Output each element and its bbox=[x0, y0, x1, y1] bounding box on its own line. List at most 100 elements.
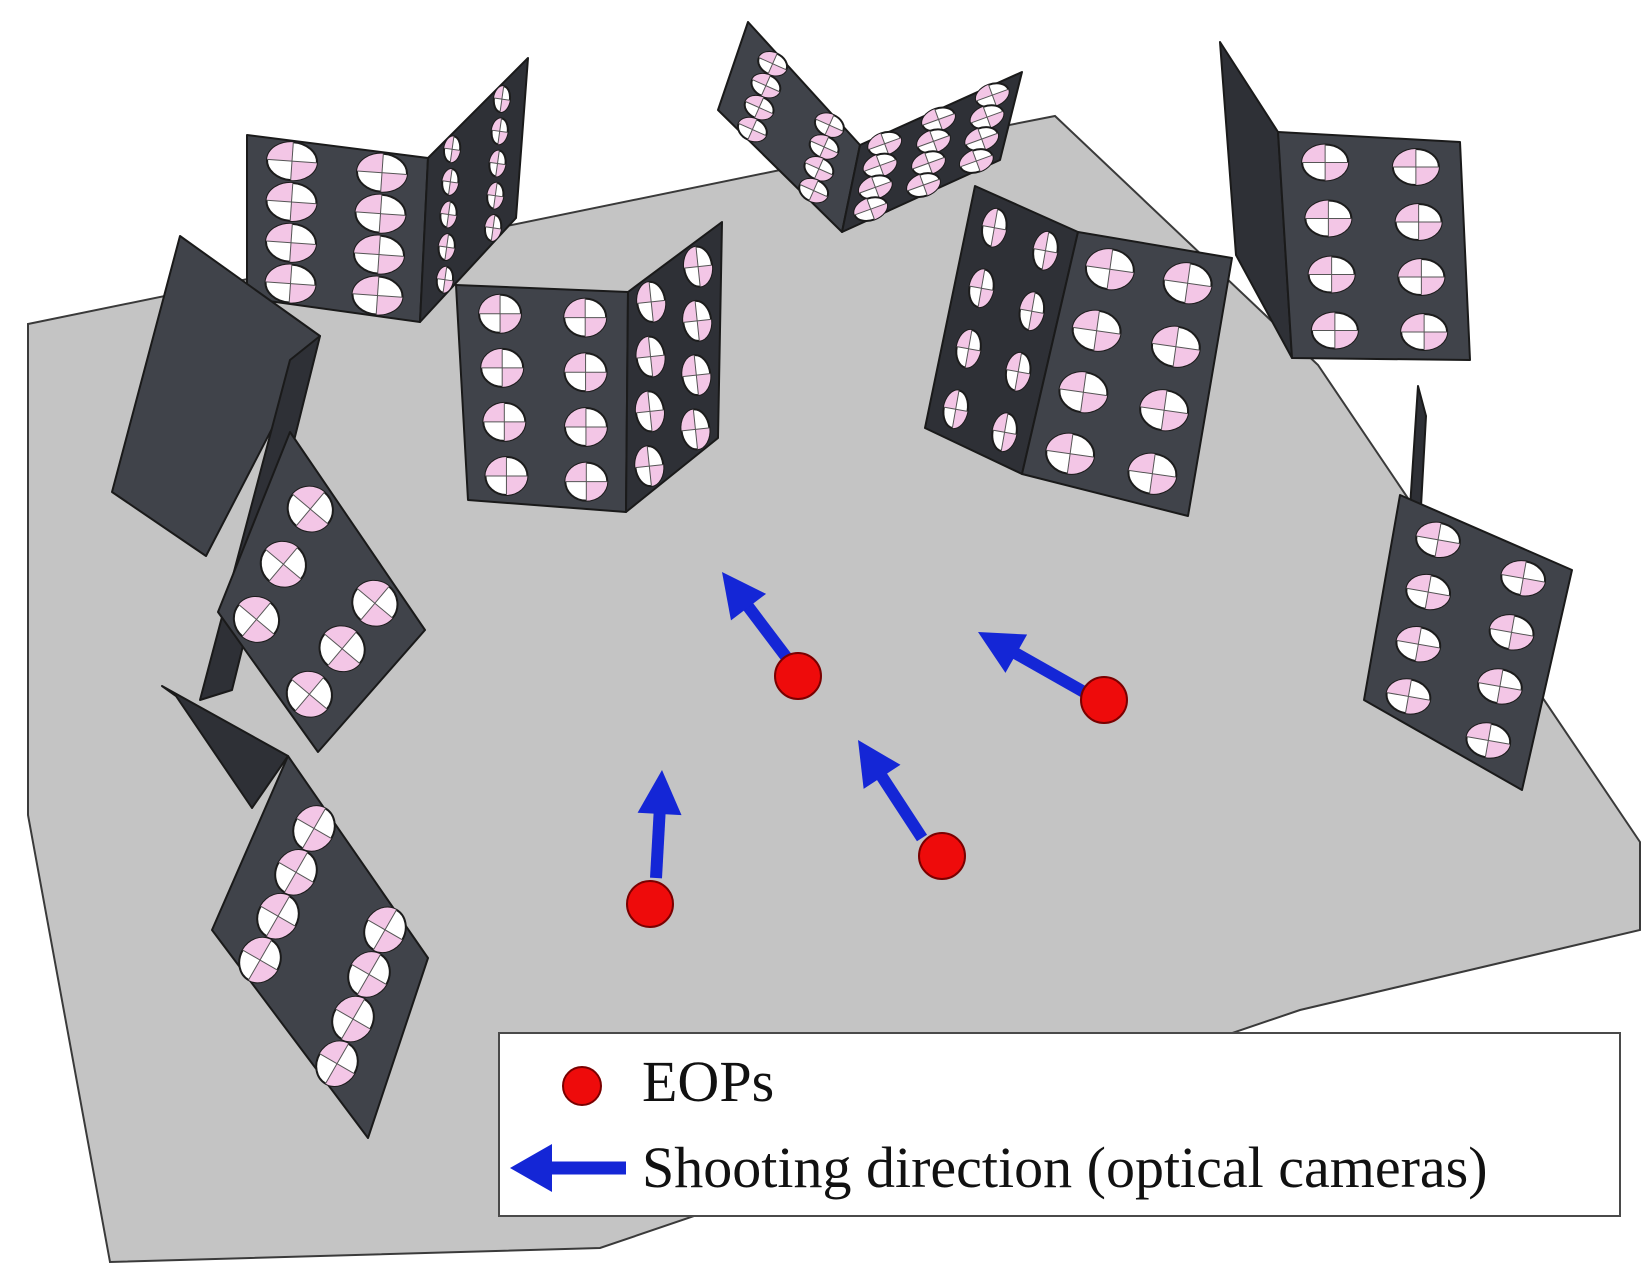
board-bottom-left-edge bbox=[161, 685, 289, 809]
board-bottom-left-front-target bbox=[256, 892, 300, 940]
arrow-icon bbox=[500, 1128, 642, 1208]
board-right-center-right-target bbox=[1127, 452, 1178, 495]
legend-item-shooting-direction: Shooting direction (optical cameras) bbox=[500, 1128, 1488, 1208]
board-left-back bbox=[111, 235, 321, 557]
board-right-center-right-target bbox=[1162, 262, 1213, 305]
board-back-left-wing-target bbox=[437, 233, 456, 262]
board-top-right-front bbox=[1277, 131, 1471, 361]
eop-marker-1 bbox=[774, 652, 822, 700]
board-left-front-target bbox=[259, 540, 307, 588]
board-bottom-left-front-target bbox=[274, 849, 318, 896]
board-top-right-front-target bbox=[1394, 203, 1443, 241]
board-far-right-front-target bbox=[1500, 560, 1547, 597]
board-back-left-front-target bbox=[266, 141, 318, 182]
direction-arrow-2-shaft bbox=[1009, 646, 1087, 698]
board-right-center-right-target bbox=[1150, 325, 1201, 368]
board-back-left-wing-target bbox=[442, 135, 462, 164]
board-top-right-front-target bbox=[1310, 311, 1359, 350]
direction-arrow-3-head bbox=[858, 740, 901, 789]
board-right-center-left-target bbox=[1032, 230, 1059, 271]
board-left-front-target bbox=[286, 485, 334, 533]
board-top-center-right-target bbox=[862, 152, 898, 179]
board-right-center-left-target bbox=[981, 207, 1008, 248]
board-back-left-front-target bbox=[265, 222, 317, 263]
board-center-wing-target bbox=[634, 445, 665, 488]
board-center-wing-target bbox=[636, 280, 667, 323]
board-back-left-wing-target bbox=[488, 149, 507, 178]
board-left-front-target bbox=[232, 595, 281, 643]
eop-marker-2 bbox=[1080, 676, 1128, 724]
board-bottom-left-front-target bbox=[331, 995, 375, 1043]
board-top-center-right-target bbox=[911, 150, 946, 177]
direction-arrow-4-head bbox=[637, 770, 682, 816]
board-top-center-right-target bbox=[958, 148, 994, 174]
board-top-right-front-target bbox=[1391, 148, 1440, 186]
board-bottom-left-front-target bbox=[363, 906, 407, 954]
board-far-right-front-target bbox=[1465, 722, 1512, 759]
board-back-left-wing-target bbox=[486, 181, 505, 210]
board-right-center-left-target bbox=[1018, 291, 1046, 332]
board-back-left-wing-target bbox=[483, 213, 503, 242]
board-top-right-front-target bbox=[1307, 255, 1356, 294]
board-left-front-target bbox=[318, 625, 366, 673]
board-top-center-left-target bbox=[813, 112, 845, 138]
board-far-right-front-target bbox=[1405, 573, 1452, 611]
board-right-center-right-target bbox=[1045, 432, 1096, 475]
board-back-left-wing-target bbox=[439, 200, 458, 229]
board-back-left-front-target bbox=[265, 181, 318, 223]
board-right-center-right-target bbox=[1071, 309, 1122, 352]
board-top-center-right-target bbox=[906, 172, 941, 198]
board-back-left-wing-target bbox=[492, 85, 512, 114]
board-top-center-right-target bbox=[964, 126, 1000, 152]
board-right-center-left-target bbox=[1004, 351, 1032, 392]
board-top-right-front-target bbox=[1400, 313, 1449, 351]
direction-arrow-4-shaft bbox=[650, 809, 666, 879]
eop-marker-4 bbox=[626, 880, 674, 928]
direction-arrow-2-head bbox=[978, 632, 1028, 673]
board-back-left-wing-target bbox=[441, 167, 460, 196]
board-center-front-target bbox=[482, 401, 527, 442]
board-left-front-target bbox=[285, 670, 333, 718]
board-top-center-left-target bbox=[808, 134, 840, 160]
board-back-left-wing-target bbox=[435, 265, 455, 294]
board-center-front-target bbox=[484, 455, 529, 496]
board-center-wing-target bbox=[682, 245, 714, 288]
board-far-right-front-target bbox=[1488, 614, 1535, 651]
direction-arrow-1-shaft bbox=[741, 600, 795, 666]
legend-label-shooting-direction: Shooting direction (optical cameras) bbox=[642, 1135, 1488, 1200]
board-bottom-left-front-target bbox=[238, 936, 282, 984]
board-far-right-front-target bbox=[1385, 678, 1432, 715]
board-back-left-front-target bbox=[356, 152, 408, 193]
board-center-wing-target bbox=[681, 354, 712, 397]
board-top-center-left-target bbox=[798, 177, 830, 204]
board-top-right-front-target bbox=[1304, 199, 1353, 238]
board-right-center-left-target bbox=[968, 268, 995, 309]
board-back-left-front-target bbox=[351, 275, 404, 316]
board-back-left-front-target bbox=[353, 234, 405, 275]
board-back-left-front-target bbox=[354, 193, 407, 234]
board-top-center-left-target bbox=[736, 116, 768, 143]
board-top-center-left-target bbox=[803, 156, 835, 182]
board-left-front bbox=[217, 431, 426, 753]
legend: EOPs Shooting direction (optical cameras… bbox=[498, 1032, 1621, 1217]
board-center-front-target bbox=[563, 297, 608, 338]
board-far-right-front-target bbox=[1395, 626, 1442, 663]
board-center-front-target bbox=[480, 347, 525, 388]
board-center-wing-target bbox=[680, 408, 711, 451]
board-far-right-front-target bbox=[1477, 668, 1523, 705]
board-center-front-target bbox=[563, 406, 608, 447]
eop-marker-icon bbox=[500, 1042, 642, 1122]
board-top-center-right-target bbox=[974, 82, 1010, 109]
board-top-center-right-target bbox=[853, 196, 889, 222]
board-right-center-left-target bbox=[991, 412, 1018, 453]
board-right-center-left-target bbox=[955, 328, 982, 369]
board-far-right-front-target bbox=[1415, 521, 1461, 559]
board-center-front-target bbox=[564, 461, 609, 502]
board-back-left-wing-target bbox=[490, 117, 509, 146]
board-right-center-right-target bbox=[1084, 248, 1135, 291]
board-center-front-target bbox=[478, 293, 523, 334]
board-left-front-target bbox=[351, 579, 399, 627]
board-top-right-front-target bbox=[1397, 258, 1446, 296]
direction-arrow-1-head bbox=[722, 572, 767, 621]
